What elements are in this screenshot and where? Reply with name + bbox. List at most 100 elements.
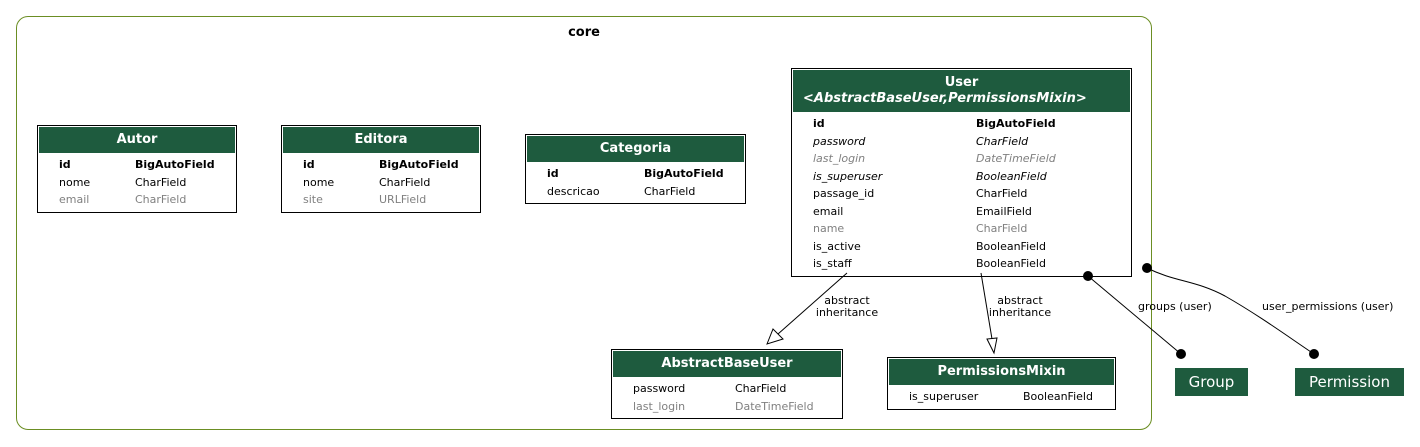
edge-end-dot: [1309, 349, 1319, 359]
field-type: BooleanField: [976, 169, 1047, 183]
field-row: last_login DateTimeField: [793, 150, 1130, 168]
model-user[interactable]: User <AbstractBaseUser,PermissionsMixin>…: [791, 68, 1132, 277]
field-type: BigAutoField: [644, 167, 724, 180]
field-row: is_active BooleanField: [793, 238, 1130, 256]
field-type: CharField: [379, 175, 431, 189]
edge-user-group: [1083, 271, 1186, 359]
field-name: email: [59, 193, 90, 206]
field-name: passage_id: [813, 187, 875, 200]
field-name: nome: [59, 175, 91, 189]
field-type: CharField: [644, 184, 696, 198]
field-type: DateTimeField: [976, 152, 1056, 165]
field-row: nome CharField: [283, 174, 479, 192]
field-name: is_superuser: [813, 169, 883, 183]
edge-label-user-permissions: user_permissions (user): [1262, 300, 1394, 313]
field-type: BooleanField: [1023, 390, 1093, 403]
edge-label-line: inheritance: [815, 306, 879, 319]
field-row: email EmailField: [793, 203, 1130, 221]
field-name: id: [59, 158, 71, 171]
edge-end-dot: [1142, 263, 1152, 273]
field-name: email: [813, 204, 844, 218]
model-permissionsmixin-fields: is_superuser BooleanField: [889, 385, 1114, 408]
edge-label-abstractbaseuser: abstract inheritance: [812, 295, 882, 319]
edge-user-abstractbaseuser: [766, 272, 848, 345]
model-permissionsmixin-title: PermissionsMixin: [889, 359, 1114, 385]
field-name: name: [813, 222, 845, 235]
field-row: is_superuser BooleanField: [793, 168, 1130, 186]
edge-label-line: abstract: [997, 294, 1043, 307]
edge-user-permission: [1142, 263, 1319, 359]
model-categoria[interactable]: Categoria id BigAutoField descricao CharFie…: [525, 134, 746, 204]
field-name: nome: [303, 175, 335, 189]
field-type: CharField: [976, 134, 1029, 148]
field-type: CharField: [135, 193, 187, 206]
field-type: CharField: [976, 187, 1028, 200]
field-name: is_superuser: [909, 390, 979, 403]
model-autor-title: Autor: [39, 127, 235, 153]
model-user-subtitle: <AbstractBaseUser,PermissionsMixin>: [803, 91, 1087, 106]
field-name: is_staff: [813, 257, 852, 270]
edge-label-line: abstract: [824, 294, 870, 307]
field-type: BooleanField: [976, 239, 1046, 253]
cluster-core: core: [16, 16, 1152, 430]
field-row: descricao CharField: [527, 183, 744, 201]
field-row: id BigAutoField: [793, 115, 1130, 133]
model-user-title: User: [944, 75, 979, 90]
edge-label-permissionsmixin: abstract inheritance: [985, 295, 1055, 319]
field-row: name CharField: [793, 220, 1130, 238]
field-row: site URLField: [283, 191, 479, 209]
field-row: is_superuser BooleanField: [889, 388, 1114, 406]
model-editora-title: Editora: [283, 127, 479, 153]
field-name: id: [303, 158, 315, 171]
field-type: BigAutoField: [379, 158, 459, 171]
field-name: password: [813, 134, 866, 148]
field-type: BigAutoField: [976, 117, 1056, 130]
field-name: id: [547, 167, 559, 180]
field-name: descricao: [547, 184, 600, 198]
field-row: passage_id CharField: [793, 185, 1130, 203]
model-editora[interactable]: Editora id BigAutoField nome CharField site U…: [281, 125, 481, 213]
model-abstractbaseuser-title: AbstractBaseUser: [613, 351, 841, 377]
edge-label-groups: groups (user): [1138, 300, 1212, 313]
inheritance-arrowhead: [986, 337, 998, 355]
field-row: email CharField: [39, 191, 235, 209]
field-name: site: [303, 193, 323, 206]
field-type: CharField: [735, 382, 787, 395]
model-abstractbaseuser[interactable]: AbstractBaseUser password CharField last_l…: [611, 349, 843, 419]
field-row: is_staff BooleanField: [793, 255, 1130, 273]
field-name: id: [813, 117, 825, 130]
field-name: is_active: [813, 239, 861, 253]
field-name: last_login: [813, 152, 866, 165]
model-categoria-title: Categoria: [527, 136, 744, 162]
field-row: password CharField: [613, 380, 841, 398]
external-model-group[interactable]: Group: [1175, 368, 1248, 396]
field-name: last_login: [633, 399, 686, 413]
field-name: password: [633, 382, 686, 395]
model-user-header: User <AbstractBaseUser,PermissionsMixin>: [793, 70, 1130, 112]
field-row: last_login DateTimeField: [613, 398, 841, 416]
external-model-permission[interactable]: Permission: [1295, 368, 1404, 396]
field-type: URLField: [379, 193, 427, 206]
cluster-label: core: [568, 25, 600, 40]
field-type: CharField: [976, 222, 1028, 235]
edge-end-dot: [1083, 271, 1093, 281]
inheritance-arrowhead: [766, 328, 784, 345]
field-type: DateTimeField: [735, 399, 814, 413]
model-editora-fields: id BigAutoField nome CharField site URLField: [283, 153, 479, 211]
field-type: BooleanField: [976, 257, 1046, 270]
field-row: id BigAutoField: [283, 156, 479, 174]
field-row: id BigAutoField: [39, 156, 235, 174]
model-permissionsmixin[interactable]: PermissionsMixin is_superuser BooleanFiel…: [887, 357, 1116, 410]
edge-user-permissionsmixin: [980, 272, 998, 355]
edge-end-dot: [1176, 349, 1186, 359]
field-row: password CharField: [793, 133, 1130, 151]
edge-label-line: inheritance: [988, 306, 1052, 319]
field-type: EmailField: [976, 204, 1032, 218]
field-row: id BigAutoField: [527, 165, 744, 183]
field-type: BigAutoField: [135, 158, 215, 171]
